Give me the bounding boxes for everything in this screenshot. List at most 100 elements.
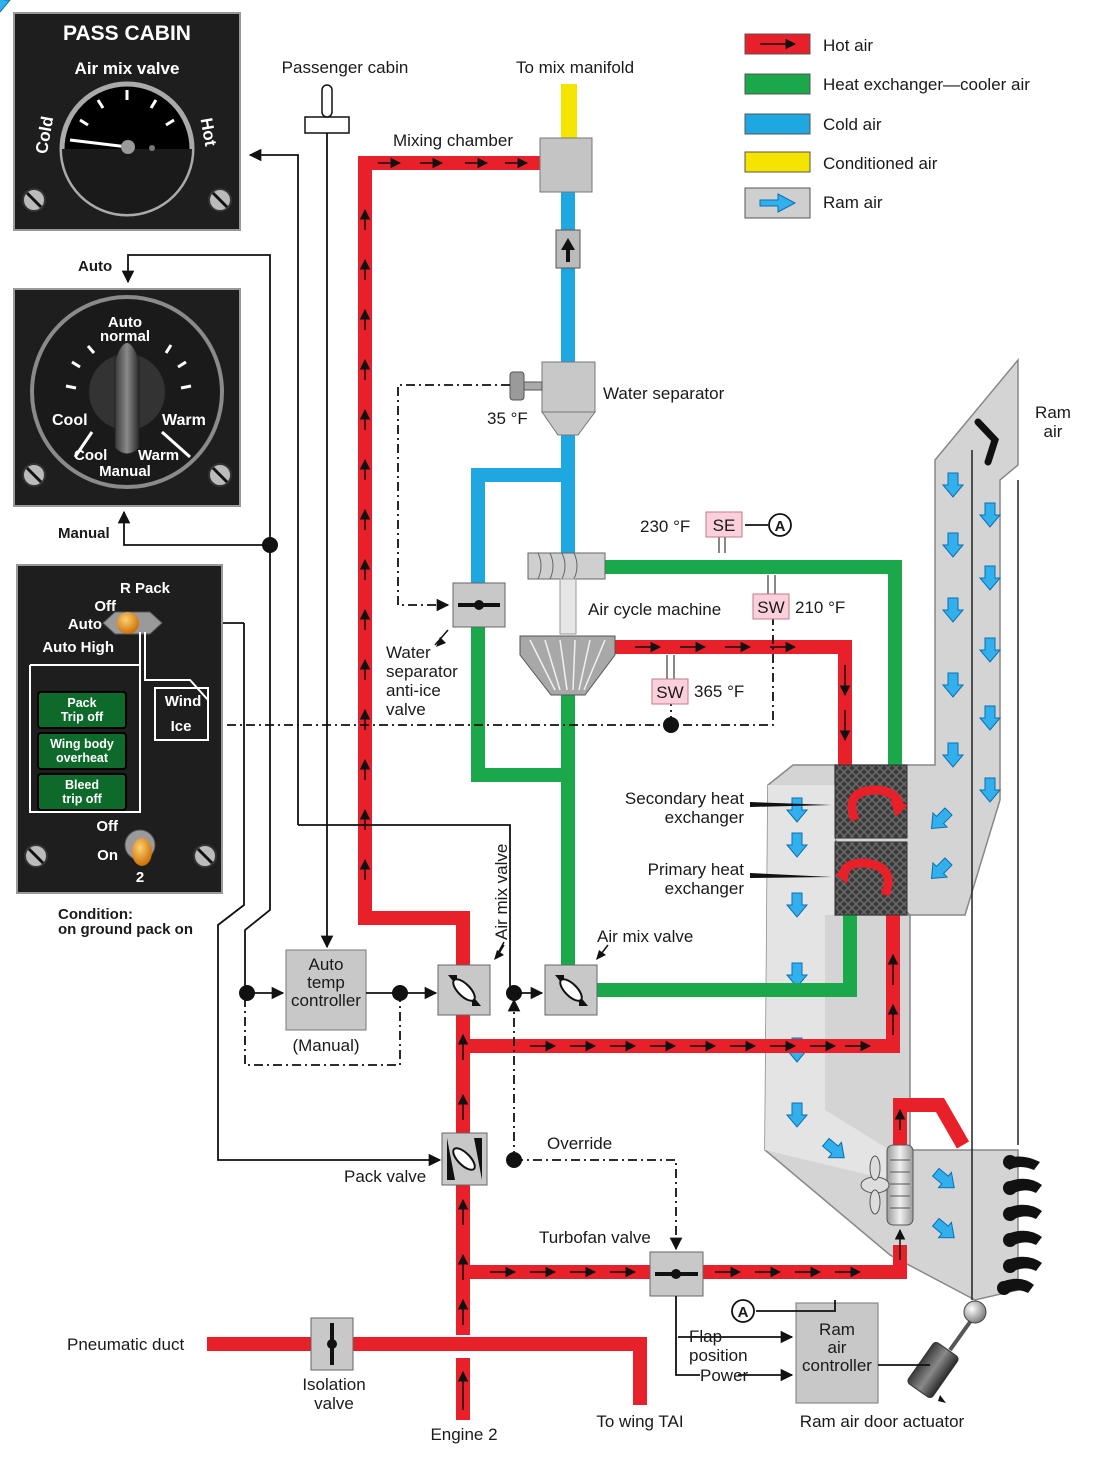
point-a2-label: A [738,1304,749,1321]
selector-auto-normal-2: normal [100,328,150,345]
temp-210-label: 210 °F [795,598,845,617]
pneumatic-duct-label: Pneumatic duct [67,1335,184,1354]
legend-ram-air: Ram air [823,193,883,212]
auto-temp-controller [285,949,367,1031]
sensor-se [705,511,743,538]
water-separator [509,361,596,436]
secondary-heat-exchanger [834,764,908,839]
air-mix-valve-cold [544,964,598,1016]
isolation-valve-label-2: valve [314,1394,354,1413]
r-pack-panel: R Pack Off Auto Auto High Wind Ice Pack … [16,564,223,894]
temp-230-label: 230 °F [640,517,690,536]
air-mix-valve-gauge-title: Air mix valve [75,59,180,78]
temp-35-label: 35 °F [487,409,528,428]
air-mix-valve-label: Air mix valve [597,927,693,946]
pass-cabin-title: PASS CABIN [63,22,191,45]
turbofan-valve-label: Turbofan valve [539,1228,651,1247]
water-separator-anti-ice-valve [452,582,506,628]
r-pack-off: Off [94,598,117,615]
legend-cooler-air: Heat exchanger—cooler air [823,75,1030,94]
ram-air-door-actuator-label: Ram air door actuator [800,1412,965,1431]
selector-warm-manual: Warm [138,447,179,464]
primary-heat-exchanger [834,841,908,916]
selector-auto-normal-1: Auto [108,314,142,331]
wing-body-overheat-light-1: Wing body [50,737,114,751]
flap-label-1: Flap [689,1327,722,1346]
switch-sw-365 [651,678,689,705]
atc-label-2: temp [307,973,345,992]
isolation-valve-label-1: Isolation [302,1375,365,1394]
ram-air-inlet-label-1: Ram [1035,403,1071,422]
pack-trip-off-light-2: Trip off [61,710,104,724]
r-pack-auto-high: Auto High [42,639,114,656]
cooler-air-duct [471,560,902,997]
selector-cool-manual: Cool [74,447,107,464]
water-separator-label: Water separator [603,384,725,403]
ram-air-arrows [0,0,1001,1246]
pack-trip-off-light-1: Pack [67,696,96,710]
air-cycle-machine-label: Air cycle machine [588,600,721,619]
gauge-hot-label: Hot [197,116,221,148]
primary-hx-label-1: Primary heat [648,860,745,879]
panel-screw [22,188,232,212]
rac-label-3: controller [802,1356,872,1375]
temp-365-label: 365 °F [694,682,744,701]
power-label: Power [700,1366,749,1385]
wsaiv-label-1: Water [386,643,431,662]
bleed-switch-on: On [97,847,118,864]
pack-valve-label: Pack valve [344,1167,426,1186]
rac-label-2: air [828,1338,847,1357]
engine-2-label: Engine 2 [430,1425,497,1444]
r-pack-auto: Auto [68,616,102,633]
passenger-cabin-outlet [304,84,350,134]
sensor-stems [666,537,776,682]
sw-365-label: SW [656,683,683,702]
wsaiv-label-2: separator [386,662,458,681]
temperature-selector-panel: Auto normal Cool Warm Cool Warm Manual [13,288,241,507]
to-mix-manifold-label: To mix manifold [516,58,634,77]
sensors [651,511,790,705]
mixing-chamber-label: Mixing chamber [393,131,513,150]
secondary-hx-label-2: exchanger [665,808,745,827]
wsaiv-label-4: valve [386,700,426,719]
selector-cool-label: Cool [52,412,88,429]
turbofan-valve [649,1251,704,1297]
air-cycle-machine [519,552,616,696]
primary-hx-label-2: exchanger [665,879,745,898]
conditioned-air-duct [561,84,577,140]
engine-number: 2 [136,869,144,886]
rac-label-1: Ram [819,1320,855,1339]
atc-manual-label: (Manual) [292,1036,359,1055]
diagram-labels: Passenger cabin To mix manifold Mixing c… [67,58,1071,1444]
wind-label: Wind [165,693,202,710]
point-a-label: A [775,518,786,535]
secondary-hx-label-1: Secondary heat [625,789,744,808]
auto-signal-label: Auto [78,258,112,275]
atc-label-3: controller [291,991,361,1010]
bleed-switch-off: Off [96,818,119,835]
se-label: SE [713,516,736,535]
manual-signal-label: Manual [58,525,110,542]
bleed-trip-off-light-2: trip off [62,792,102,806]
isolation-valve [310,1317,354,1371]
wing-body-overheat-light-2: overheat [56,751,109,765]
check-valve [555,229,581,269]
r-pack-title: R Pack [120,580,171,597]
selector-manual-label: Manual [99,463,151,480]
legend-conditioned-air: Conditioned air [823,154,938,173]
condition-label-1: Condition: [58,906,133,923]
pack-valve [441,1132,488,1186]
switch-sw-210 [752,593,790,620]
signal-lines [117,133,930,1382]
condition-label-2: on ground pack on [58,921,193,938]
selector-warm-label: Warm [162,412,206,429]
signal-junctions [239,537,679,1168]
hot-air-flow-arrows [359,157,906,1410]
pass-cabin-panel: PASS CABIN Air mix valve Cold Hot [13,12,241,231]
ram-air-door-actuator [907,1300,987,1403]
bleed-trip-off-light-1: Bleed [65,778,99,792]
legend-cold-air: Cold air [823,115,882,134]
ram-air-inlet-label-2: air [1044,422,1063,441]
turbofan [860,1144,914,1226]
